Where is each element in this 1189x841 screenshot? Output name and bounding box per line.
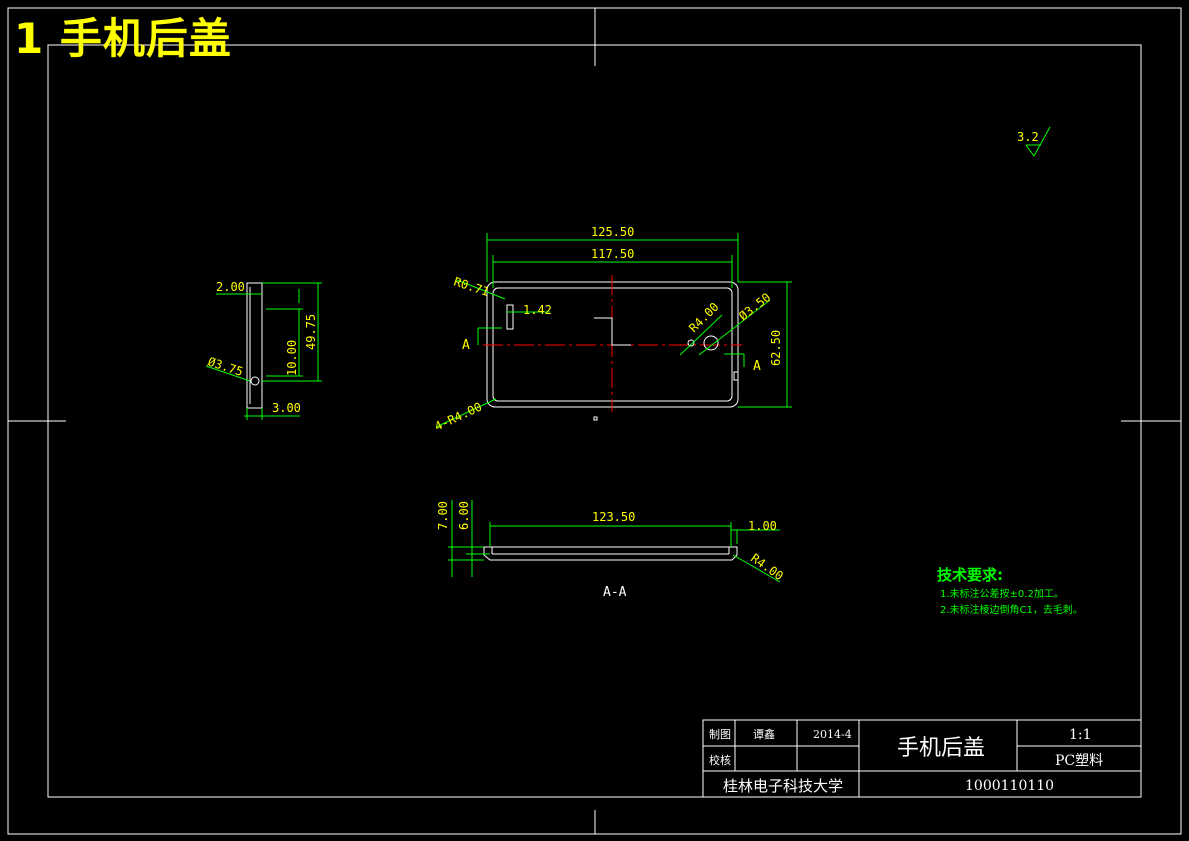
tech-item-2: 2.未标注棱边倒角C1，去毛刺。	[940, 603, 1083, 616]
front-dim-62-50: 62.50	[769, 330, 783, 366]
drawing-scale: 1:1	[1069, 727, 1092, 743]
section-mark-right: A	[753, 359, 761, 374]
section-dim-6: 6.00	[457, 501, 471, 530]
section-view: 7.00 6.00 123.50 1.00 R4.00 A-A	[436, 500, 786, 600]
section-dim-1: 1.00	[748, 519, 777, 533]
roughness-value: 3.2	[1017, 130, 1039, 144]
front-dim-1-42: 1.42	[523, 303, 552, 317]
front-dim-117-50: 117.50	[591, 247, 634, 261]
checked-label: 校核	[709, 753, 731, 767]
section-dim-123-50: 123.50	[592, 510, 635, 524]
title-block: 制图 谭鑫 2014-4 校核 手机后盖 1:1 PC塑料 桂林电子科技大学 1…	[702, 719, 1142, 798]
drawn-name: 谭鑫	[753, 727, 775, 741]
front-dim-125-50: 125.50	[591, 225, 634, 239]
section-label: A-A	[603, 585, 627, 600]
side-dim-10: 10.00	[285, 340, 299, 376]
drawing-number: 1000110110	[965, 778, 1054, 794]
tech-heading: 技术要求:	[937, 566, 1003, 584]
tech-requirements: 技术要求: 1.未标注公差按±0.2加工。 2.未标注棱边倒角C1，去毛刺。	[937, 566, 1083, 616]
tech-item-1: 1.未标注公差按±0.2加工。	[940, 587, 1064, 600]
part-material: PC塑料	[1055, 753, 1103, 769]
side-dim-3: 3.00	[272, 401, 301, 415]
roughness-symbol: 3.2	[1017, 126, 1051, 157]
side-dim-hole: Ø3.75	[206, 355, 245, 379]
section-mark-left: A	[462, 338, 470, 353]
school-name: 桂林电子科技大学	[723, 777, 843, 795]
drawing-date: 2014-4	[813, 728, 852, 741]
front-dim-r071: R0.71	[452, 275, 491, 299]
section-dim-7: 7.00	[436, 501, 450, 530]
sheet-title: 1 手机后盖	[14, 14, 232, 63]
sheet-frame	[7, 7, 1182, 835]
part-name: 手机后盖	[897, 736, 985, 761]
front-dim-4r4: 4-R4.00	[432, 400, 484, 434]
front-view: 125.50 117.50 R0.71 1.42 R4.00 Ø3.50 62.…	[432, 225, 792, 434]
drawn-label: 制图	[709, 728, 731, 741]
side-dim-2: 2.00	[216, 280, 245, 294]
front-dim-hole-3-5: Ø3.50	[736, 290, 773, 323]
front-dim-r4: R4.00	[686, 300, 721, 335]
side-dim-49-75: 49.75	[304, 314, 318, 350]
side-view: 2.00 49.75 10.00 Ø3.75 3.00	[205, 280, 322, 420]
